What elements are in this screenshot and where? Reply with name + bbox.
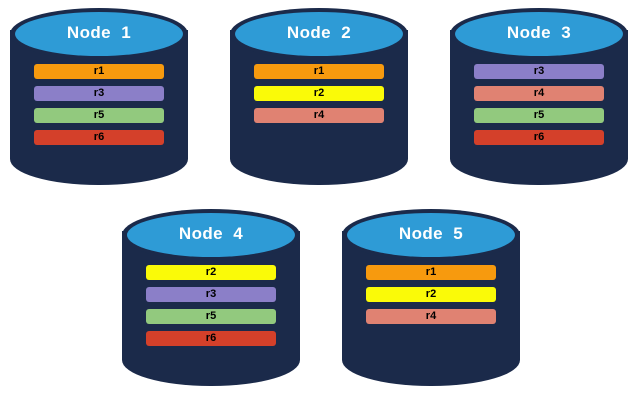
replica-bar-r1: r1: [34, 64, 164, 79]
replica-bar-r5: r5: [146, 309, 276, 324]
cylinder-top-face: [15, 12, 183, 56]
database-node-5: Node 5 r1 r2 r4: [342, 209, 520, 394]
replica-bar-r1: r1: [254, 64, 384, 79]
replica-bar-r2: r2: [366, 287, 496, 302]
replica-bar-r5: r5: [474, 108, 604, 123]
cylinder-top-face: [347, 213, 515, 257]
replica-bar-r6: r6: [34, 130, 164, 145]
replica-bar-r3: r3: [34, 86, 164, 101]
node-title: Node 3: [506, 23, 572, 42]
replica-bar-r3: r3: [146, 287, 276, 302]
replica-list: r1 r3 r5 r6: [34, 64, 164, 152]
replica-list: r1 r2 r4: [366, 265, 496, 331]
replica-bar-r3: r3: [474, 64, 604, 79]
node-title: Node 5: [398, 224, 464, 243]
database-node-3: Node 3 r3 r4 r5 r6: [450, 8, 628, 193]
database-node-1: Node 1 r1 r3 r5 r6: [10, 8, 188, 193]
replica-bar-r4: r4: [366, 309, 496, 324]
replica-list: r2 r3 r5 r6: [146, 265, 276, 353]
replica-bar-r6: r6: [146, 331, 276, 346]
replica-bar-r1: r1: [366, 265, 496, 280]
cylinder-top-face: [235, 12, 403, 56]
replica-bar-r4: r4: [254, 108, 384, 123]
cylinder-top-face: [127, 213, 295, 257]
replica-bar-r5: r5: [34, 108, 164, 123]
node-title: Node 4: [178, 224, 244, 243]
replica-list: r1 r2 r4: [254, 64, 384, 130]
database-node-2: Node 2 r1 r2 r4: [230, 8, 408, 193]
replica-bar-r2: r2: [254, 86, 384, 101]
node-title: Node 1: [66, 23, 132, 42]
replica-list: r3 r4 r5 r6: [474, 64, 604, 152]
replica-bar-r6: r6: [474, 130, 604, 145]
database-node-4: Node 4 r2 r3 r5 r6: [122, 209, 300, 394]
replica-bar-r2: r2: [146, 265, 276, 280]
replica-bar-r4: r4: [474, 86, 604, 101]
cylinder-top-face: [455, 12, 623, 56]
node-title: Node 2: [286, 23, 352, 42]
